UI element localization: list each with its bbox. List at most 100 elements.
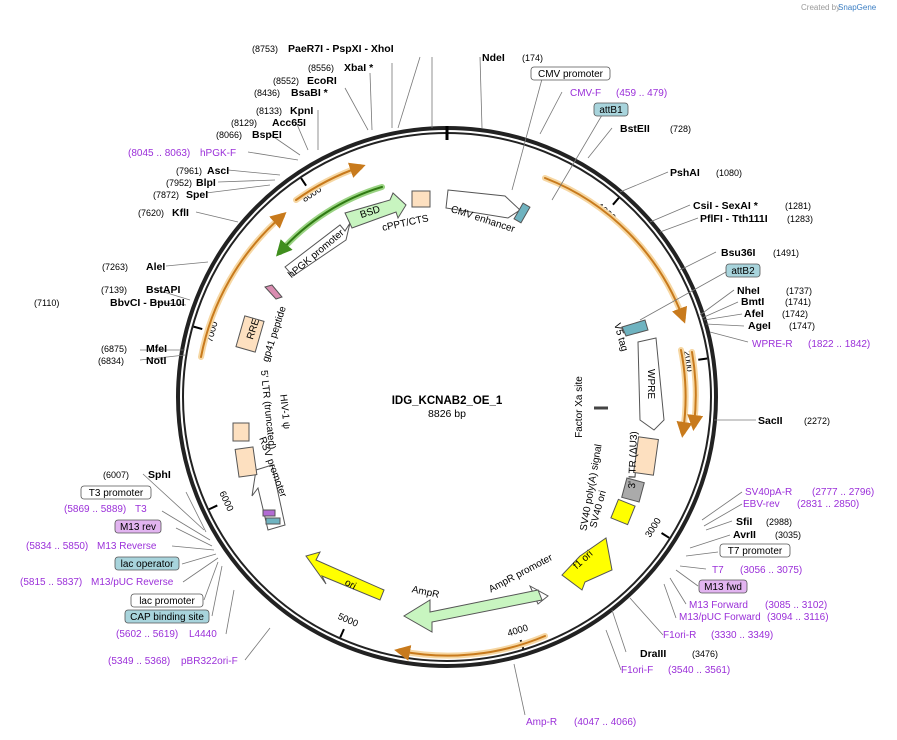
restriction-site-label: MfeI	[146, 343, 167, 355]
site-position: (7139)	[101, 285, 127, 295]
site-position: (1283)	[787, 214, 813, 224]
site-position: (1737)	[786, 286, 812, 296]
ampr-shape	[403, 589, 543, 633]
site-position: (8066)	[216, 130, 242, 140]
site-position: (7961)	[176, 166, 202, 176]
restriction-site-label: NheI	[737, 285, 760, 297]
plasmid-size: 8826 bp	[428, 408, 466, 420]
cppt-shape	[411, 190, 431, 208]
site-position: (3476)	[692, 649, 718, 659]
orf-arcs	[198, 162, 704, 661]
restriction-site-label: KflI	[172, 207, 189, 219]
site-position: (7620)	[138, 208, 164, 218]
gp41-shape	[264, 284, 283, 300]
boxed-label: lac operator	[121, 559, 174, 570]
restriction-site-label: DraIII	[640, 648, 666, 660]
bsd-shape	[344, 192, 407, 229]
leader-lines	[139, 56, 756, 716]
site-position: (6007)	[103, 470, 129, 480]
feature-label: cPPT/CTS	[381, 213, 430, 234]
ring-tick	[612, 197, 620, 206]
ltr5-shape	[232, 422, 250, 442]
primer-label: T3	[135, 504, 147, 515]
primer-range: (3330 .. 3349)	[711, 630, 773, 641]
f1ori-shape	[561, 537, 613, 591]
boxed-label-frame	[114, 556, 180, 571]
restriction-site-label: KpnI	[290, 105, 313, 117]
site-position: (6875)	[101, 344, 127, 354]
site-position: (2988)	[766, 517, 792, 527]
boxed-label-frame	[593, 102, 629, 117]
restriction-site-label: NotI	[146, 355, 166, 367]
boxed-label: lac promoter	[139, 596, 195, 607]
restriction-site-label: AgeI	[748, 320, 771, 332]
boxed-label: T7 promoter	[728, 546, 783, 557]
ring-tick	[208, 504, 218, 511]
site-position: (1491)	[773, 248, 799, 258]
boxed-label: CMV promoter	[538, 69, 604, 80]
restriction-site-label: SphI	[148, 469, 171, 481]
site-position: (1747)	[789, 321, 815, 331]
boxed-label-frame	[124, 609, 210, 624]
restriction-site-label: SacII	[758, 415, 783, 427]
restriction-site-label: Acc65I	[272, 117, 306, 129]
site-position: (1281)	[785, 201, 811, 211]
v5-shape	[621, 319, 649, 337]
feature-label: AmpR	[411, 584, 440, 601]
primer-label: SV40pA-R	[745, 487, 792, 498]
restriction-site-label: CsiI - SexAI *	[693, 200, 759, 212]
map-labels: (8753)PaeR7I - PspXI - XhoI(8556)XbaI *(…	[20, 43, 874, 728]
sv40pa-shape	[621, 477, 645, 503]
snapgene-brand: SnapGene	[838, 3, 877, 12]
boxed-label: attB1	[599, 105, 623, 116]
primer-range: (5349 .. 5368)	[108, 656, 170, 667]
primer-label: M13/pUC Reverse	[91, 577, 174, 588]
primer-range: (2831 .. 2850)	[797, 499, 859, 510]
boxed-label-frame	[725, 263, 761, 278]
hpgk-shape	[284, 222, 351, 277]
boxed-label: M13 fwd	[704, 582, 742, 593]
primer-label: M13 Reverse	[97, 541, 157, 552]
restriction-site-label: AleI	[146, 261, 165, 273]
feature-label: gp41 peptide	[260, 305, 288, 364]
site-position: (3035)	[775, 530, 801, 540]
primer-range: (1822 .. 1842)	[808, 339, 870, 350]
feature-label: WPRE	[645, 369, 656, 399]
restriction-site-label: AvrII	[733, 529, 756, 541]
boxed-label-frame	[530, 66, 611, 81]
feature-label: Factor Xa site	[574, 376, 585, 438]
primer-label: M13/pUC Forward	[679, 612, 761, 623]
primer-label: L4440	[189, 629, 217, 640]
restriction-site-label: BspEI	[252, 129, 282, 141]
plasmid-name: IDG_KCNAB2_OE_1	[392, 395, 503, 407]
feature-label: AmpR promoter	[487, 552, 555, 595]
site-position: (8436)	[254, 88, 280, 98]
site-position: (7110)	[34, 298, 59, 308]
boxed-label-frame	[698, 579, 748, 594]
site-position: (728)	[670, 124, 691, 134]
site-position: (2272)	[804, 416, 830, 426]
boxed-label: attB2	[731, 266, 755, 277]
primer-label: pBR322ori-F	[181, 656, 238, 667]
restriction-site-label: SpeI	[186, 189, 208, 201]
site-position: (8129)	[231, 118, 257, 128]
primer-range: (3540 .. 3561)	[668, 665, 730, 676]
ring-tick-label: 5000	[336, 611, 360, 630]
primer-range: (3085 .. 3102)	[765, 600, 827, 611]
site-position: (8556)	[308, 63, 334, 73]
restriction-site-label: PaeR7I - PspXI - XhoI	[288, 43, 394, 55]
ring-tick	[193, 325, 203, 330]
site-position: (8552)	[273, 76, 299, 86]
boxed-label-frame	[719, 543, 791, 558]
restriction-site-label: BbvCI - Bpu10I	[110, 297, 185, 309]
restriction-site-label: EcoRI	[307, 75, 337, 87]
site-position: (6834)	[98, 356, 124, 366]
ring-tick-label: 3000	[643, 516, 664, 540]
primer-label: hPGK-F	[200, 148, 236, 159]
rsv-shape	[251, 464, 286, 531]
wpre-shape	[637, 337, 665, 431]
primer-label: CMV-F	[570, 88, 601, 99]
ring-tick	[300, 177, 307, 187]
site-position: (7952)	[166, 178, 192, 188]
